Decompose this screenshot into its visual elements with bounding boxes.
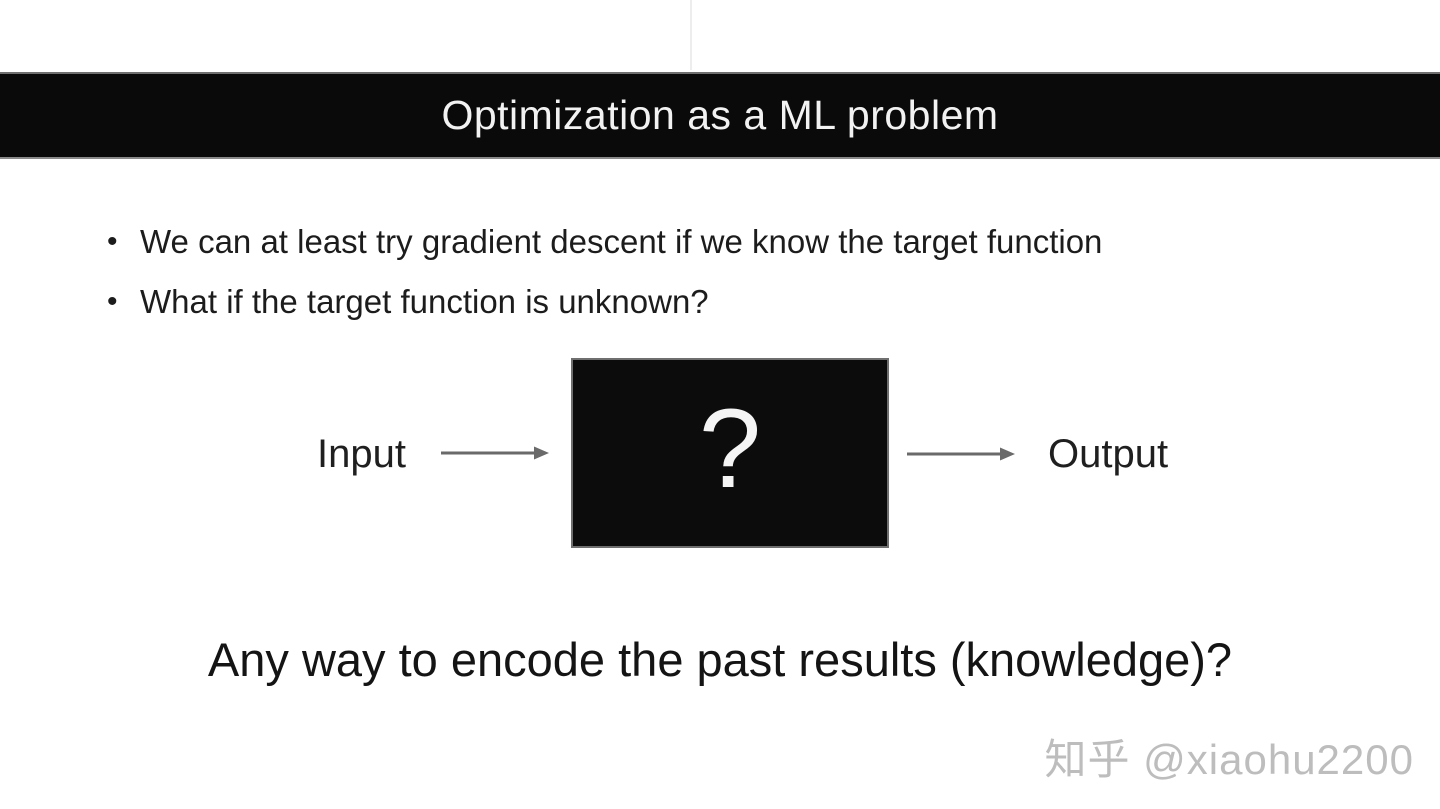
bullet-list: We can at least try gradient descent if …	[107, 212, 1347, 332]
question-mark: ?	[698, 386, 762, 511]
input-label: Input	[317, 432, 406, 476]
output-label: Output	[1048, 432, 1169, 476]
closing-question: Any way to encode the past results (know…	[207, 633, 1233, 686]
arrow-right-icon	[907, 447, 1015, 461]
zhihu-watermark: 知乎 @xiaohu2200	[1044, 736, 1414, 783]
slide-title: Optimization as a ML problem	[441, 92, 999, 138]
bullet-item: What if the target function is unknown?	[107, 272, 1347, 332]
arrow-right-icon	[441, 446, 549, 460]
unknown-function-box: ?	[571, 358, 889, 548]
video-artifact-line	[690, 0, 692, 70]
bullet-item: We can at least try gradient descent if …	[107, 212, 1347, 272]
slide-title-bar: Optimization as a ML problem	[0, 72, 1440, 159]
